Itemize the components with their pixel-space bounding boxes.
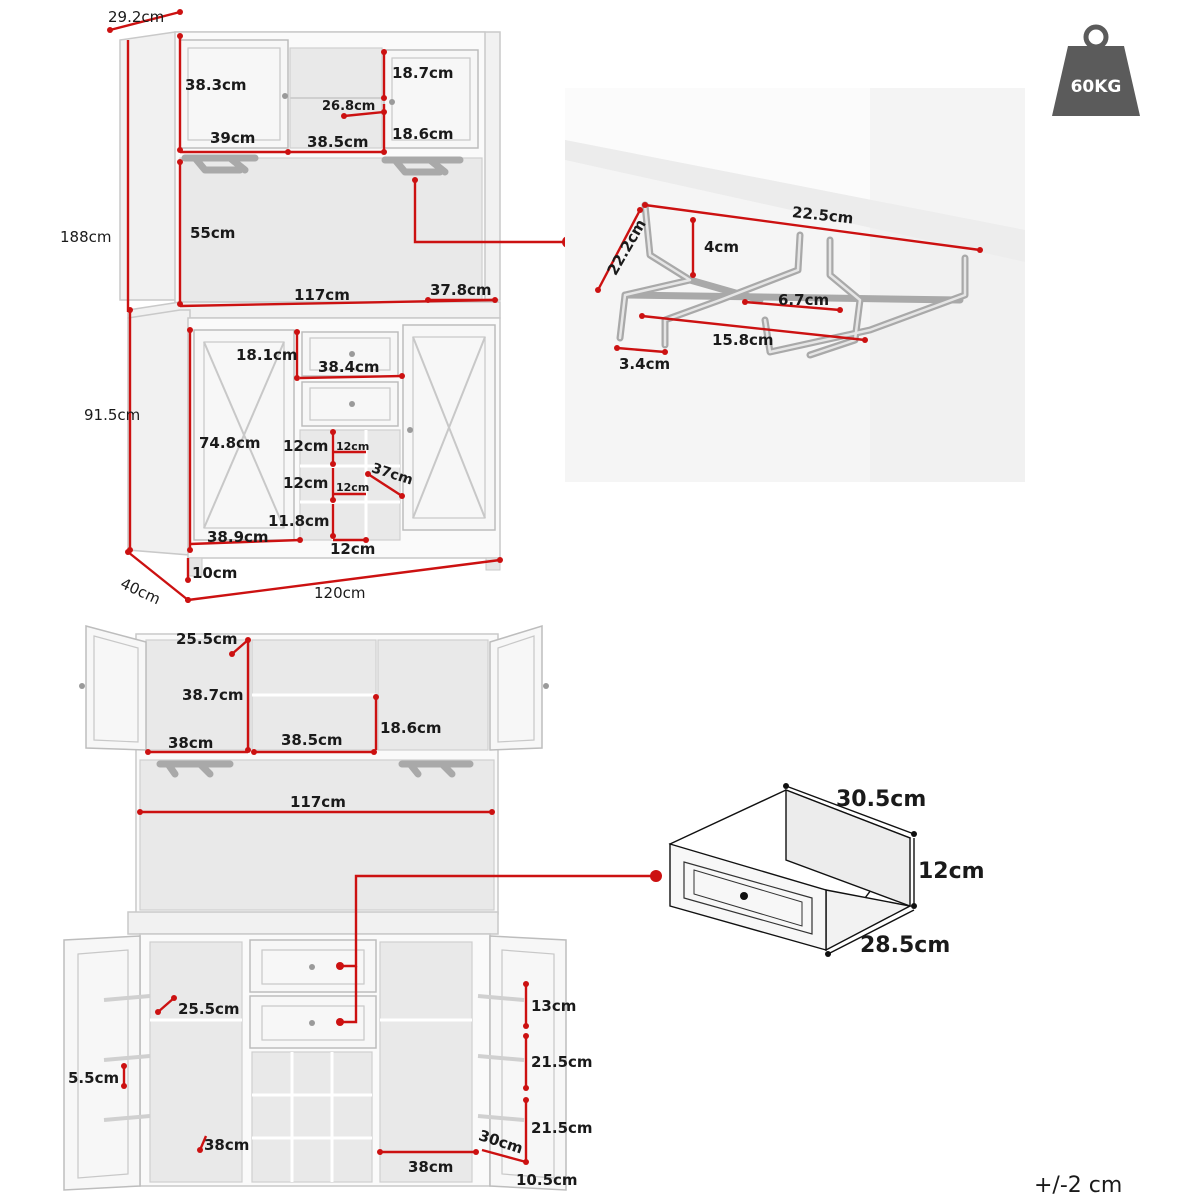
open-rack-left — [156, 760, 234, 778]
glass-rack-detail: 22.5cm 22.2cm 4cm 6.7cm 15.8cm 3.4cm — [565, 88, 1025, 482]
label-open-upper-side-width: 38cm — [168, 734, 213, 752]
label-rack-rail-gap: 3.4cm — [619, 355, 670, 373]
label-wine-cell-1: 12cm — [283, 437, 328, 455]
label-countertop-width: 117cm — [294, 286, 350, 304]
open-view-dimensions — [121, 637, 662, 1165]
upper-right-door — [383, 49, 479, 149]
label-wine-cell-width: 12cm — [330, 540, 375, 558]
weight-badge: 60KG — [1052, 24, 1140, 116]
label-upper-side-width: 39cm — [210, 129, 255, 147]
hutch-open-area — [179, 157, 483, 305]
label-door-shelf-3: 21.5cm — [531, 1119, 593, 1137]
label-open-hutch-width: 117cm — [290, 793, 346, 811]
label-rack-inner-length: 15.8cm — [712, 331, 774, 349]
label-open-upper-height: 38.7cm — [182, 686, 244, 704]
label-countertop-depth: 37.8cm — [430, 281, 492, 299]
label-open-base-right-width: 38cm — [408, 1158, 453, 1176]
label-wine-cell-2: 12cm — [283, 474, 328, 492]
label-drawer-width-detail: 30.5cm — [836, 787, 926, 812]
open-view-cabinet — [63, 624, 567, 1191]
label-wine-cell-1-small: 12cm — [336, 440, 369, 453]
label-upper-shelf-bottom: 18.6cm — [392, 125, 454, 143]
label-upper-door-height: 38.3cm — [185, 76, 247, 94]
label-width: 120cm — [314, 584, 366, 602]
glass-rack-right — [381, 156, 464, 176]
label-upper-center-width: 26.8cm — [322, 99, 375, 114]
base-side — [127, 309, 191, 556]
drawer-front — [669, 843, 827, 951]
label-drawer-depth-detail: 28.5cm — [860, 933, 950, 958]
label-drawer-height: 18.1cm — [236, 346, 298, 364]
open-upper-left-door — [85, 625, 147, 751]
label-open-upper-center-width: 38.5cm — [281, 731, 343, 749]
label-open-upper-center-height: 18.6cm — [380, 719, 442, 737]
label-open-base-left-width: 38cm — [204, 1136, 249, 1154]
label-base-door-height: 74.8cm — [199, 434, 261, 452]
label-wine-cell-2-small: 12cm — [336, 481, 369, 494]
label-open-base-shelf-depth: 25.5cm — [178, 1000, 240, 1018]
label-wine-cell-3: 11.8cm — [268, 512, 330, 530]
label-leg-height: 10cm — [192, 564, 237, 582]
open-countertop — [127, 911, 499, 935]
label-base-door-width: 38.9cm — [207, 528, 269, 546]
label-door-shelf-2: 21.5cm — [531, 1053, 593, 1071]
label-drawer-height-detail: 12cm — [918, 859, 985, 884]
label-drawer-width: 38.4cm — [318, 358, 380, 376]
label-door-shelf-depth: 10.5cm — [516, 1171, 578, 1189]
label-depth-top: 29.2cm — [108, 8, 164, 26]
label-upper-shelf-top: 18.7cm — [392, 64, 454, 82]
label-depth-base: 40cm — [118, 574, 164, 608]
label-rack-slot-width: 6.7cm — [778, 291, 829, 309]
weight-icon — [1052, 24, 1140, 116]
drawer-detail: 30.5cm 12cm 28.5cm — [668, 783, 985, 958]
label-height-base: 91.5cm — [84, 406, 140, 424]
label-open-upper-depth: 25.5cm — [176, 630, 238, 648]
glass-rack-left — [181, 154, 259, 174]
label-rack-height: 4cm — [704, 238, 739, 256]
weight-label: 60KG — [1071, 77, 1122, 97]
tolerance-note: +/-2 cm — [1034, 1173, 1122, 1198]
open-upper-right-door — [489, 624, 543, 751]
label-height-total: 188cm — [60, 228, 112, 246]
label-door-rack-spacing: 5.5cm — [68, 1069, 119, 1087]
open-rack-right — [398, 760, 474, 778]
label-hutch-open-height: 55cm — [190, 224, 235, 242]
label-upper-center-depth: 38.5cm — [307, 133, 369, 151]
label-door-shelf-1: 13cm — [531, 997, 576, 1015]
